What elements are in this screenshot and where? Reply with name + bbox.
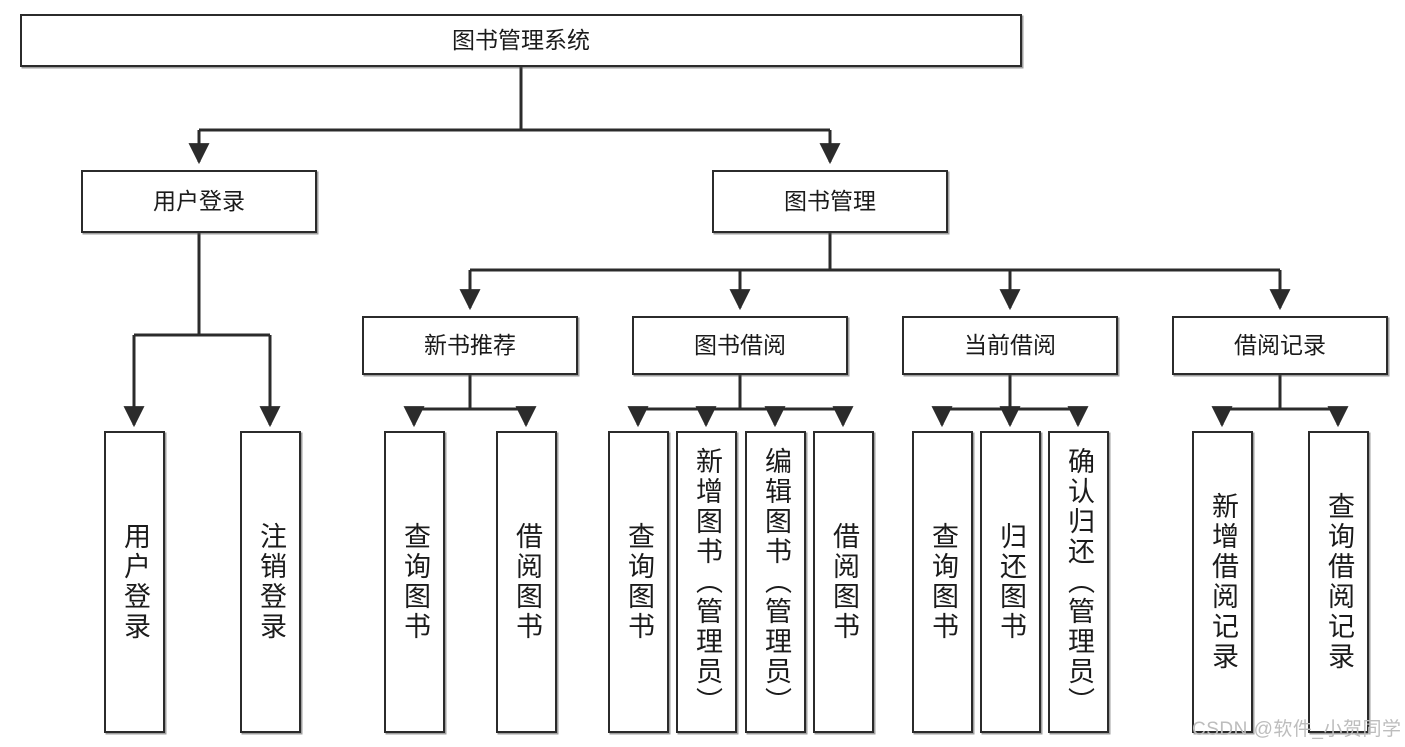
node-leaf-user-login[interactable]: 用户登录 [104, 431, 165, 733]
node-label: 新增图书（管理员） [692, 447, 722, 717]
node-leaf-add-book[interactable]: 新增图书（管理员） [676, 431, 737, 733]
node-leaf-borrow-book-1[interactable]: 借阅图书 [496, 431, 557, 733]
node-label: 编辑图书（管理员） [761, 447, 791, 717]
node-borrow-record[interactable]: 借阅记录 [1172, 316, 1388, 375]
node-leaf-logout-login[interactable]: 注销登录 [240, 431, 301, 733]
node-label: 用户登录 [153, 188, 245, 215]
node-leaf-add-record[interactable]: 新增借阅记录 [1192, 431, 1253, 733]
node-label: 图书借阅 [694, 332, 786, 359]
node-leaf-edit-book[interactable]: 编辑图书（管理员） [745, 431, 806, 733]
node-label: 图书管理 [784, 188, 876, 215]
node-label: 查询图书 [928, 522, 958, 642]
node-label: 查询图书 [624, 522, 654, 642]
node-label: 借阅图书 [829, 522, 859, 642]
node-leaf-query-record[interactable]: 查询借阅记录 [1308, 431, 1369, 733]
node-leaf-query-book-2[interactable]: 查询图书 [608, 431, 669, 733]
node-book-manage[interactable]: 图书管理 [712, 170, 948, 233]
node-current-borrow[interactable]: 当前借阅 [902, 316, 1118, 375]
node-leaf-query-book-1[interactable]: 查询图书 [384, 431, 445, 733]
node-label: 确认归还（管理员） [1064, 447, 1094, 717]
node-user-login[interactable]: 用户登录 [81, 170, 317, 233]
node-book-management-system[interactable]: 图书管理系统 [20, 14, 1022, 67]
node-leaf-borrow-book-2[interactable]: 借阅图书 [813, 431, 874, 733]
node-label: 新增借阅记录 [1208, 492, 1238, 672]
node-leaf-query-book-3[interactable]: 查询图书 [912, 431, 973, 733]
node-label: 查询借阅记录 [1324, 492, 1354, 672]
node-label: 图书管理系统 [452, 27, 590, 54]
node-leaf-confirm-return[interactable]: 确认归还（管理员） [1048, 431, 1109, 733]
node-label: 用户登录 [120, 522, 150, 642]
node-label: 借阅记录 [1234, 332, 1326, 359]
node-label: 查询图书 [400, 522, 430, 642]
node-label: 归还图书 [996, 522, 1026, 642]
node-leaf-return-book[interactable]: 归还图书 [980, 431, 1041, 733]
node-new-book-recommend[interactable]: 新书推荐 [362, 316, 578, 375]
node-label: 借阅图书 [512, 522, 542, 642]
csdn-watermark: CSDN @软件_小贺同学 [1192, 719, 1402, 740]
node-book-borrow[interactable]: 图书借阅 [632, 316, 848, 375]
node-label: 新书推荐 [424, 332, 516, 359]
node-label: 当前借阅 [964, 332, 1056, 359]
node-label: 注销登录 [256, 522, 286, 642]
